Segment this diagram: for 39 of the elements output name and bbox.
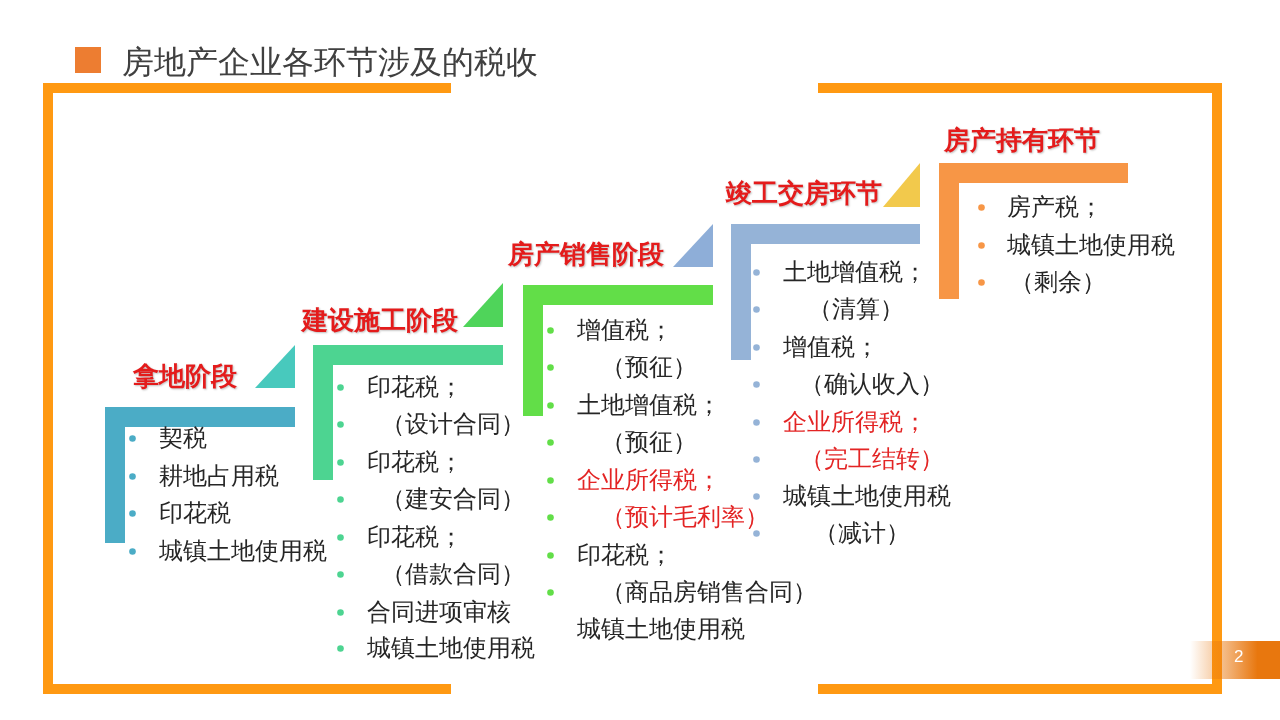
tax-item: 印花税； [367,448,463,476]
tax-item: （减计） [814,519,910,547]
stage-heading: 房产销售阶段 [508,238,664,270]
tax-item: 城镇土地使用税 [367,634,535,662]
tax-item: 土地增值税； [783,258,927,286]
tax-item: 城镇土地使用税 [577,615,745,643]
tax-item: 印花税 [159,499,231,527]
tax-item: （商品房销售合同） [601,578,817,606]
tax-item: 城镇土地使用税 [783,482,951,510]
tax-item: 印花税； [367,523,463,551]
tax-item: 增值税； [577,316,673,344]
tax-item: （借款合同） [381,560,525,588]
tax-item: （确认收入） [800,370,944,398]
tax-item: （完工结转） [800,445,944,473]
stage-heading: 房产持有环节 [944,124,1100,156]
tax-item: 土地增值税； [577,391,721,419]
tax-item: 耕地占用税 [159,462,279,490]
tax-item: （剩余） [1010,268,1106,296]
stage-heading: 拿地阶段 [133,360,237,392]
tax-item: 企业所得税； [577,466,721,494]
tax-item: 企业所得税； [783,408,927,436]
tax-item: 房产税； [1007,193,1103,221]
tax-item: （预征） [601,428,697,456]
stage-heading: 竣工交房环节 [726,177,882,209]
tax-item: （预计毛利率） [601,503,769,531]
page-number: 2 [1234,646,1244,668]
slide-title: 房地产企业各环节涉及的税收 [122,43,538,82]
tax-item: 合同进项审核 [367,598,511,626]
stage-heading: 建设施工阶段 [302,304,458,336]
tax-item: 增值税； [783,333,879,361]
tax-item: （清算） [808,295,904,323]
tax-item: （建安合同） [381,485,525,513]
tax-item: （设计合同） [381,410,525,438]
tax-item: 契税 [159,424,207,452]
tax-item: 印花税； [577,541,673,569]
tax-item: （预征） [601,353,697,381]
tax-item: 城镇土地使用税 [1007,231,1175,259]
tax-item: 城镇土地使用税 [159,537,327,565]
tax-item: 印花税； [367,373,463,401]
